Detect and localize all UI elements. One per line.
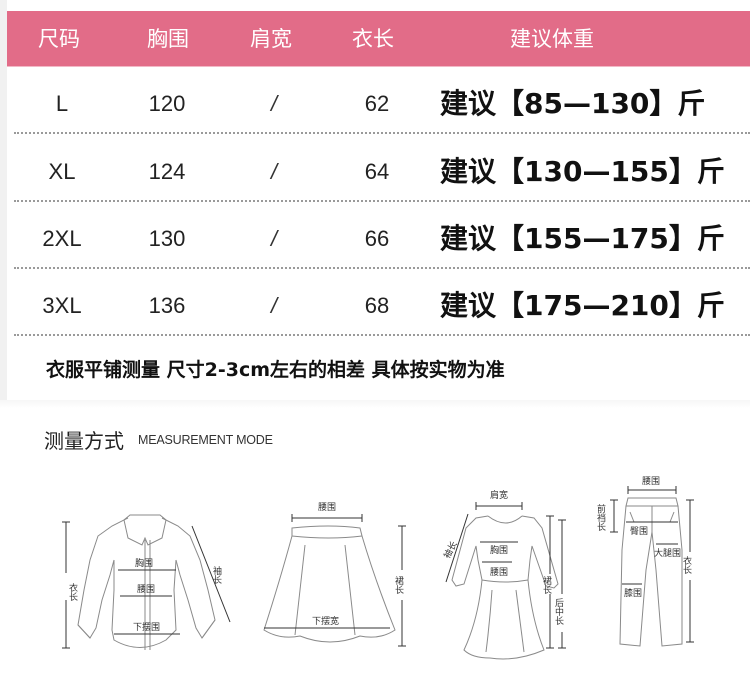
dress-diagram: 肩宽 袖长 胸围 腰围 裙长 后中长 (420, 480, 590, 680)
table-row: XL 124 / 64 建议【130—155】斤 (7, 139, 750, 205)
shirt-outline-icon: 衣长 胸围 腰围 下摆围 袖长 (62, 514, 231, 650)
header-size: 尺码 (38, 27, 80, 51)
label-skirt-hem: 下摆宽 (312, 615, 339, 627)
row-divider (14, 267, 750, 269)
cell-size: 3XL (42, 293, 82, 318)
cell-weight: 建议【155—175】斤 (440, 222, 725, 255)
cell-weight: 建议【175—210】斤 (440, 289, 725, 322)
label-shirt-chest: 胸围 (135, 557, 153, 569)
cell-length: 64 (364, 159, 390, 184)
cell-shoulder: / (270, 293, 278, 318)
label-dress-shoulder: 肩宽 (490, 489, 508, 501)
left-edge-strip (0, 0, 7, 406)
size-chart-panel: 尺码 胸围 肩宽 衣长 建议体重 L 120 / 62 建议【85—130】斤 … (0, 0, 750, 408)
label-dress-skirt-length: 裙长 (541, 575, 552, 595)
cell-size: L (55, 91, 69, 116)
pants-outline-icon: 腰围 前裆长 臀围 大腿围 膝围 衣长 (595, 476, 694, 647)
label-dress-sleeve: 袖长 (441, 539, 460, 561)
header-length: 衣长 (352, 27, 394, 51)
skirt-outline-icon: 腰围 下摆宽 裙长 (263, 502, 406, 647)
label-pants-waist: 腰围 (642, 476, 660, 487)
cell-chest: 130 (148, 226, 186, 251)
label-shirt-sleeve: 袖长 (211, 565, 222, 585)
cell-length: 62 (364, 91, 390, 116)
label-skirt-waist: 腰围 (318, 502, 336, 513)
pants-diagram: 腰围 前裆长 臀围 大腿围 膝围 衣长 (590, 470, 720, 680)
cell-weight: 建议【85—130】斤 (440, 87, 706, 120)
measurement-title: 测量方式 (44, 429, 124, 453)
label-skirt-length: 裙长 (393, 575, 404, 595)
cell-shoulder: / (270, 159, 278, 184)
panel-bottom-edge (0, 400, 750, 408)
measurement-subtitle: MEASUREMENT MODE (138, 433, 273, 447)
table-row: L 120 / 62 建议【85—130】斤 (7, 71, 750, 137)
label-shirt-hem: 下摆围 (133, 621, 160, 633)
table-row: 2XL 130 / 66 建议【155—175】斤 (7, 206, 750, 272)
label-shirt-waist: 腰围 (137, 584, 155, 595)
label-pants-front-rise: 前裆长 (595, 503, 606, 532)
header-chest: 胸围 (147, 27, 189, 51)
row-divider (14, 132, 750, 134)
label-pants-length: 衣长 (681, 555, 692, 575)
cell-size: XL (48, 159, 76, 184)
size-table-header: 尺码 胸围 肩宽 衣长 建议体重 (7, 11, 750, 67)
table-row: 3XL 136 / 68 建议【175—210】斤 (7, 273, 750, 339)
label-dress-chest: 胸围 (490, 544, 508, 556)
header-weight: 建议体重 (510, 27, 594, 51)
cell-chest: 124 (148, 159, 186, 184)
header-shoulder: 肩宽 (250, 27, 292, 51)
cell-chest: 136 (148, 293, 186, 318)
label-pants-knee: 膝围 (624, 587, 642, 599)
label-dress-back-length: 后中长 (553, 598, 564, 626)
label-pants-hip: 臀围 (630, 526, 648, 537)
label-pants-thigh: 大腿围 (654, 547, 681, 559)
row-divider (14, 200, 750, 202)
measurement-note: 衣服平铺测量 尺寸2-3cm左右的相差 具体按实物为准 (46, 359, 505, 381)
label-dress-waist: 腰围 (490, 567, 508, 578)
label-shirt-length: 衣长 (67, 582, 78, 602)
dress-outline-icon: 肩宽 袖长 胸围 腰围 裙长 后中长 (441, 489, 566, 660)
shirt-diagram: 衣长 胸围 腰围 下摆围 袖长 (30, 490, 250, 670)
cell-chest: 120 (148, 91, 186, 116)
cell-weight: 建议【130—155】斤 (440, 155, 725, 188)
cell-size: 2XL (42, 226, 82, 251)
cell-shoulder: / (270, 226, 278, 251)
cell-shoulder: / (270, 91, 278, 116)
cell-length: 66 (364, 226, 390, 251)
row-divider (14, 334, 750, 336)
cell-length: 68 (364, 293, 390, 318)
skirt-diagram: 腰围 下摆宽 裙长 (250, 490, 420, 670)
